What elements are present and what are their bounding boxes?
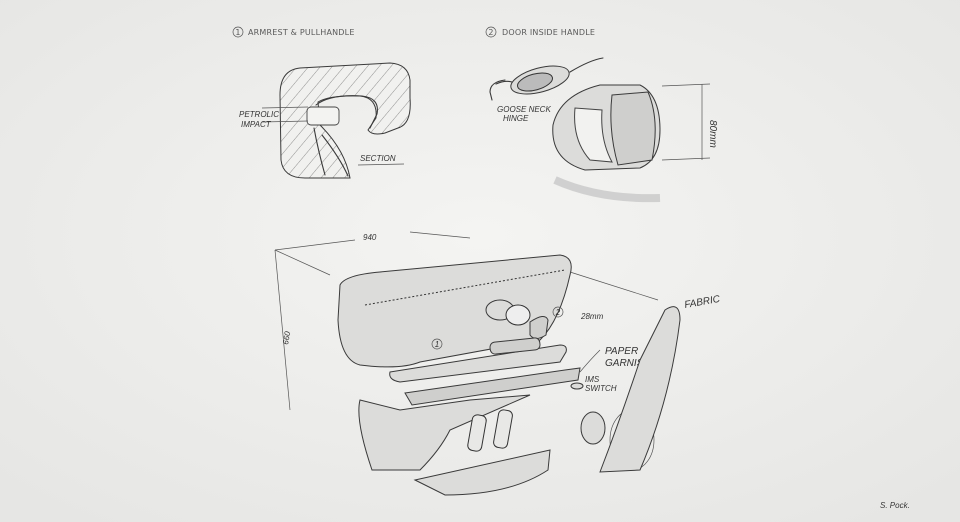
callout-2: 2 [555, 308, 561, 317]
door-handle-sketch: GOOSE NECK HINGE 80mm [489, 57, 718, 203]
hinge-label: HINGE [503, 114, 529, 123]
width-dimension: 940 [363, 233, 377, 242]
handle-depth-dimension: 28mm [580, 312, 604, 321]
section-label: SECTION [360, 154, 396, 163]
paper-garnish-label: PAPER [605, 346, 638, 357]
section-1-header: 1 ARMREST & PULLHANDLE [232, 26, 355, 38]
ims-switch-label: IMS [585, 375, 600, 384]
designer-signature: S. Pock. [880, 501, 910, 510]
impact-label: IMPACT [241, 120, 272, 129]
exploded-door-panel: 940 660 1 2 28mm PAPER GARNISH IMS SWITC… [274, 231, 910, 510]
section-number: 2 [488, 28, 493, 37]
handle-height-dimension: 80mm [707, 120, 718, 148]
impact-label: PETROLIC [239, 110, 279, 119]
armrest-section-sketch: PETROLIC IMPACT SECTION [239, 62, 411, 179]
height-dimension: 660 [281, 330, 292, 345]
ims-switch-label: SWITCH [585, 384, 617, 393]
paper-garnish-label: GARNISH [605, 358, 651, 369]
number-circle [485, 26, 497, 38]
callout-1: 1 [435, 340, 439, 349]
hinge-label: GOOSE NECK [497, 105, 551, 114]
section-number: 1 [235, 28, 240, 37]
number-circle [232, 26, 244, 38]
section-2-header: 2 DOOR INSIDE HANDLE [485, 26, 595, 38]
section-title: DOOR INSIDE HANDLE [502, 28, 595, 37]
section-title: ARMREST & PULLHANDLE [248, 28, 355, 37]
